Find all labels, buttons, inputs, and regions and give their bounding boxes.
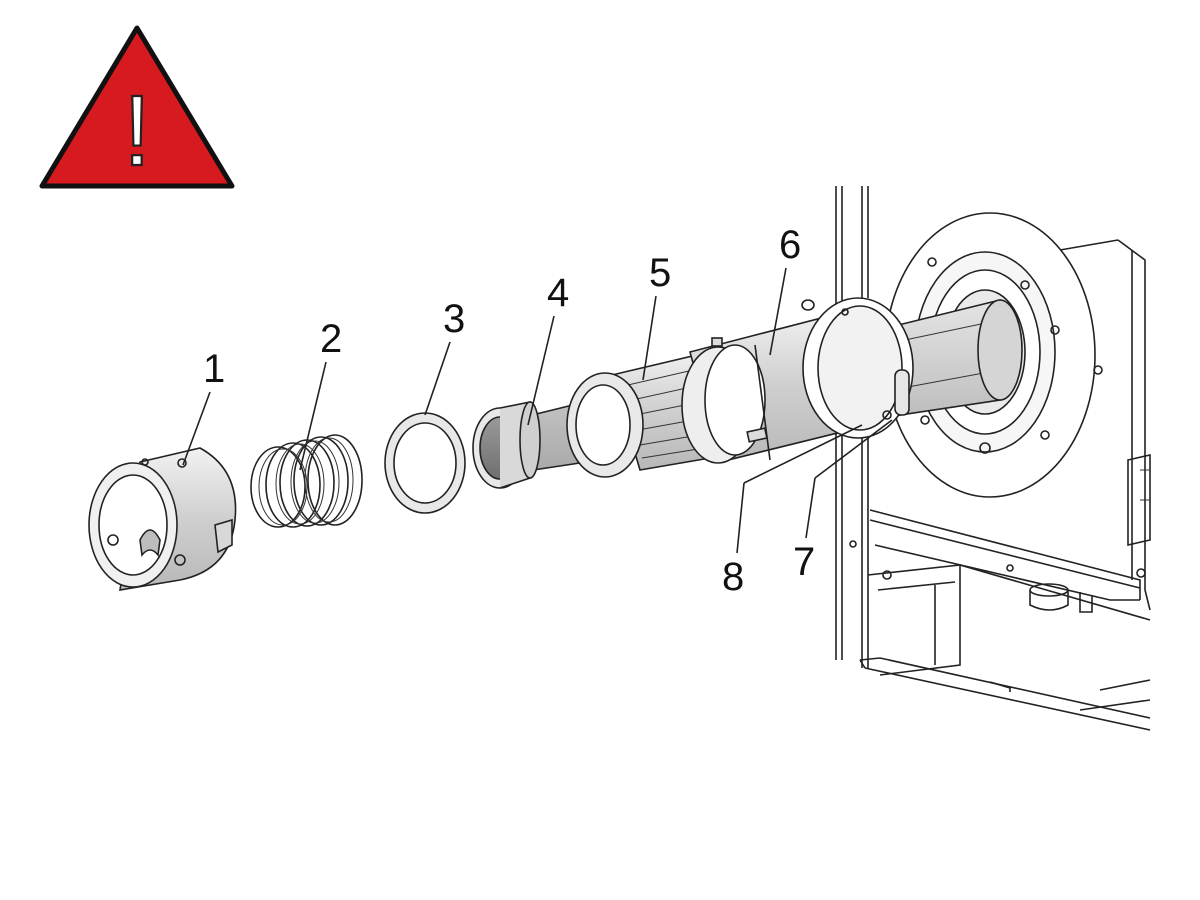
callout-label-1: 1 (203, 347, 225, 391)
warning-exclamation-mark: ! (123, 75, 151, 187)
callout-part-1: 1 (182, 347, 225, 466)
callout-part-7: 7 (793, 419, 893, 584)
callout-part-8: 8 (722, 424, 863, 599)
callout-label-5: 5 (649, 251, 671, 295)
washer-ring (384, 412, 466, 514)
callout-label-8: 8 (722, 555, 744, 599)
callout-label-6: 6 (779, 223, 801, 267)
callout-part-2: 2 (299, 317, 342, 471)
boiler-housing (835, 186, 1151, 731)
nozzle-cap (88, 447, 237, 591)
callout-label-7: 7 (793, 540, 815, 584)
callout-label-3: 3 (443, 297, 465, 341)
coil-spring (250, 434, 363, 528)
callout-label-4: 4 (547, 271, 569, 315)
callout-part-5: 5 (642, 251, 671, 381)
warning-triangle-body (39, 25, 235, 189)
callout-part-3: 3 (424, 297, 465, 416)
callout-part-4: 4 (527, 271, 569, 426)
callout-label-2: 2 (320, 317, 342, 361)
warning-triangle-icon: ! (39, 25, 235, 189)
tube-end-disc (472, 401, 541, 489)
callout-part-6: 6 (769, 223, 801, 356)
outer-sleeve (681, 297, 914, 464)
